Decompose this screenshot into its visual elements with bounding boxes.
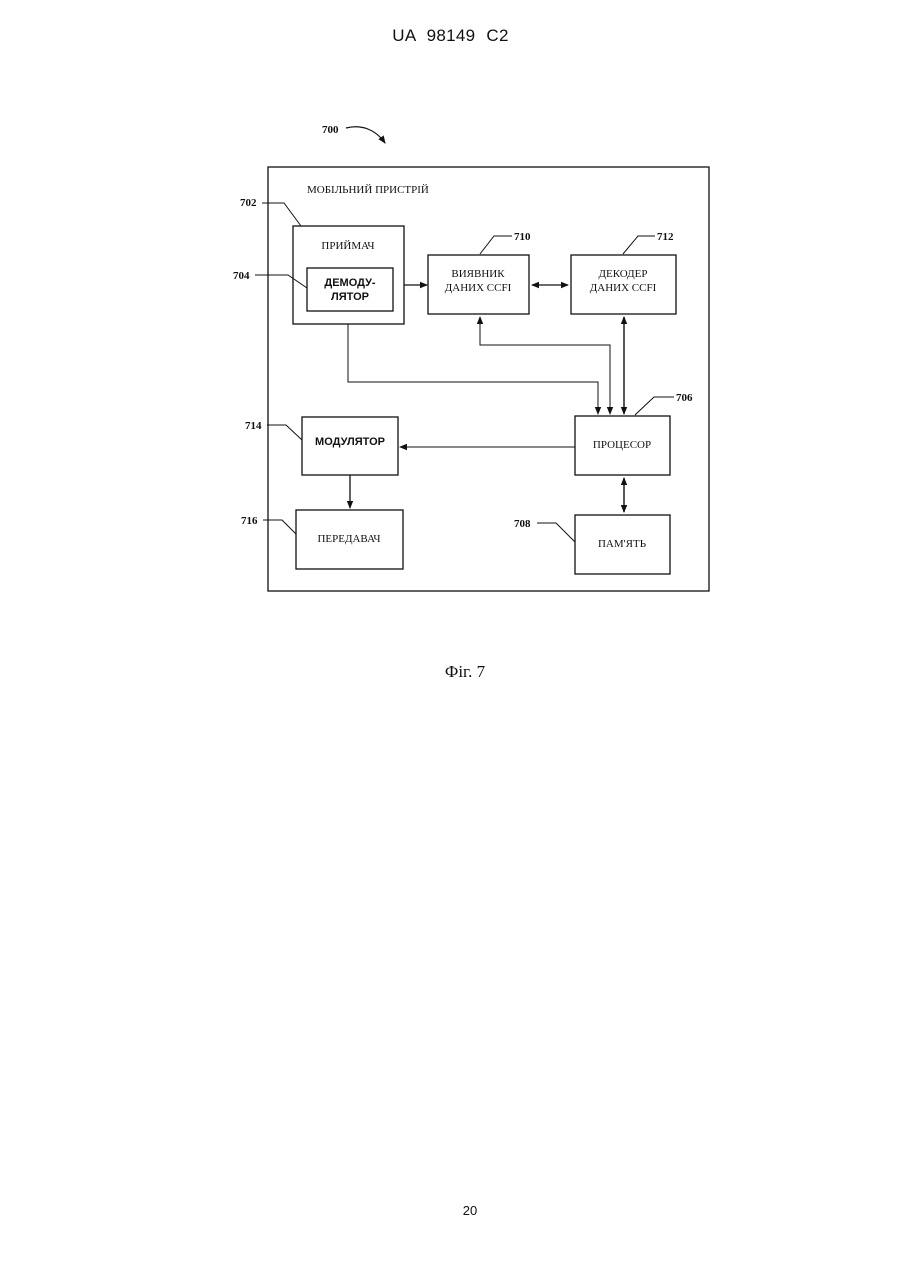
ref-708-leader (537, 523, 575, 542)
ref-714-leader (267, 425, 302, 440)
ccfi-detector-label-2: ДАНИХ CCFI (445, 282, 512, 294)
figure-caption: Фіг. 7 (0, 662, 901, 682)
ref-716: 716 (241, 515, 258, 527)
ref-708: 708 (514, 518, 531, 530)
ccfi-decoder-label-2: ДАНИХ CCFI (590, 282, 657, 294)
receiver-label: ПРИЙМАЧ (321, 240, 374, 252)
demodulator-label-1: ДЕМОДУ- (324, 277, 376, 289)
ccfi-decoder-label-1: ДЕКОДЕР (598, 268, 647, 280)
ref-714: 714 (245, 420, 262, 432)
ref-712-leader (623, 236, 655, 254)
demodulator-block (307, 268, 393, 311)
modulator-label: МОДУЛЯТОР (315, 436, 385, 448)
ref-706: 706 (676, 392, 693, 404)
processor-detector-arrow (480, 317, 610, 414)
ref-700-arrow (346, 127, 385, 143)
ref-704-leader (255, 275, 307, 288)
ref-706-leader (635, 397, 674, 415)
processor-label: ПРОЦЕСОР (593, 439, 651, 451)
page-number: 20 (0, 1203, 901, 1218)
ref-712: 712 (657, 231, 674, 243)
ref-710: 710 (514, 231, 531, 243)
mobile-device-label: МОБІЛЬНИЙ ПРИСТРІЙ (307, 184, 429, 196)
ref-710-leader (480, 236, 512, 254)
mobile-device-box (268, 167, 709, 591)
receiver-to-processor-arrow (348, 324, 598, 414)
transmitter-label: ПЕРЕДАВАЧ (317, 533, 380, 545)
ccfi-detector-label-1: ВИЯВНИК (451, 268, 505, 280)
demodulator-label-2: ЛЯТОР (331, 291, 369, 303)
ref-704: 704 (233, 270, 250, 282)
ref-700: 700 (322, 124, 339, 136)
memory-label: ПАМ'ЯТЬ (598, 538, 646, 550)
ref-702: 702 (240, 197, 257, 209)
